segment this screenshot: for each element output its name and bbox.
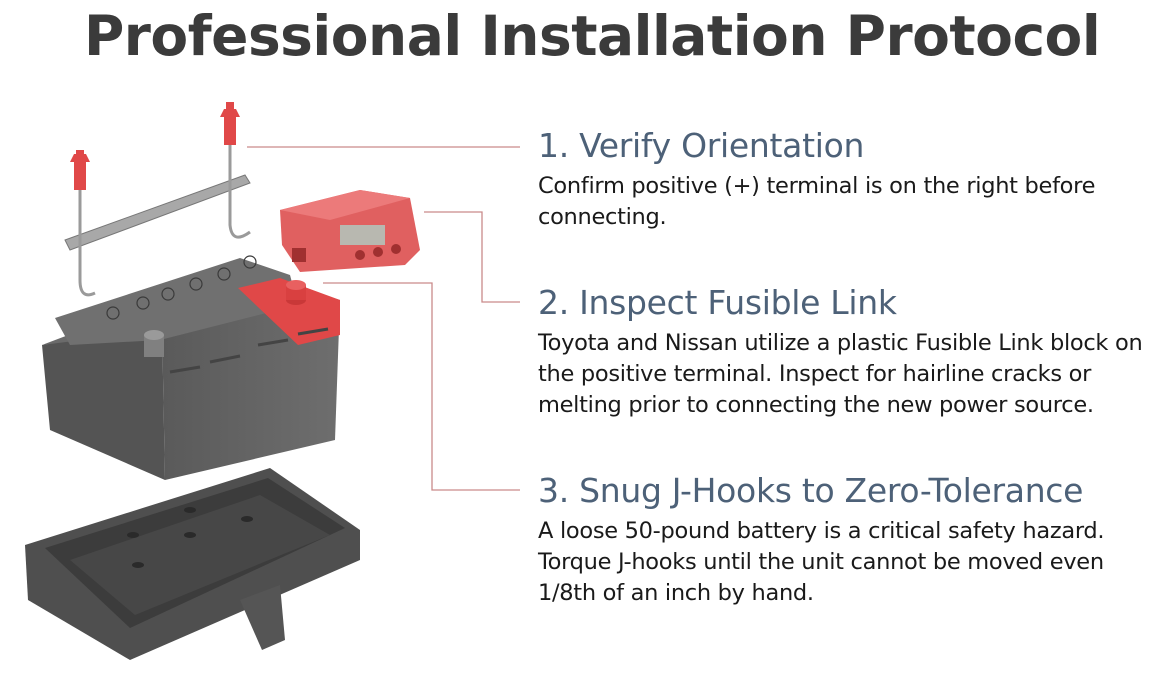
battery	[42, 255, 340, 480]
step-snug-j-hooks: 3. Snug J-Hooks to Zero-Tolerance A loos…	[538, 471, 1168, 609]
j-hook-bracket	[64, 102, 251, 297]
fusible-link-block	[280, 190, 420, 272]
leader-line-2	[424, 211, 520, 303]
step-inspect-fusible-link: 2. Inspect Fusible Link Toyota and Nissa…	[538, 283, 1168, 421]
step-body: Confirm positive (+) terminal is on the …	[538, 173, 1096, 230]
step-body: Toyota and Nissan utilize a plastic Fusi…	[538, 330, 1143, 418]
step-body: A loose 50-pound battery is a critical s…	[538, 518, 1105, 606]
battery-tray	[25, 468, 360, 660]
step-heading: 3. Snug J-Hooks to Zero-Tolerance	[538, 471, 1084, 510]
leader-line-3	[323, 282, 520, 491]
step-heading: 2. Inspect Fusible Link	[538, 283, 897, 322]
step-heading: 1. Verify Orientation	[538, 126, 865, 165]
leader-lines	[247, 146, 520, 491]
page-title: Professional Installation Protocol	[84, 4, 1101, 68]
step-verify-orientation: 1. Verify Orientation Confirm positive (…	[538, 126, 1168, 233]
